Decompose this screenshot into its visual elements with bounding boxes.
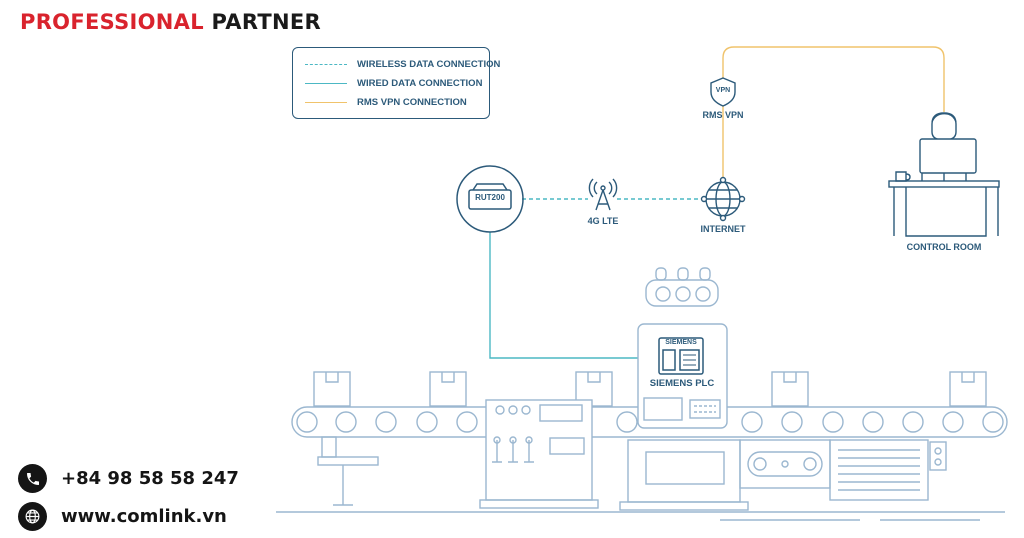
legend-item-wireless: WIRELESS DATA CONNECTION (305, 57, 500, 71)
phone-number[interactable]: +84 98 58 58 247 (61, 468, 239, 489)
vpn-badge-label: VPN (715, 87, 731, 94)
rms-vpn-label: RMS VPN (702, 110, 744, 120)
internet-label: INTERNET (700, 224, 746, 234)
contact-website: www.comlink.vn (18, 502, 227, 531)
siemens-plc-icon (658, 337, 704, 375)
vpn-shield-icon (710, 77, 736, 107)
router-top (472, 183, 508, 191)
control-room-node (888, 112, 1000, 237)
legend-label-wireless: WIRELESS DATA CONNECTION (357, 58, 501, 70)
lte-tower-icon (588, 178, 618, 211)
contact-phone: +84 98 58 58 247 (18, 464, 239, 493)
router-circle (456, 165, 524, 233)
conveyor-rollers (296, 411, 1004, 433)
internet-globe-icon (700, 176, 746, 222)
operator-hair (931, 112, 957, 123)
router-node (456, 165, 524, 233)
legend: WIRELESS DATA CONNECTION WIRED DATA CONN… (292, 47, 500, 119)
legend-swatch-wireless (305, 63, 347, 65)
control-room-label: CONTROL ROOM (906, 242, 982, 252)
router-label: RUT200 (475, 193, 505, 202)
router-device (468, 189, 512, 210)
legend-item-wired: WIRED DATA CONNECTION (305, 76, 482, 90)
coffee-cup-icon (895, 171, 911, 182)
vpn-link-internet-control (722, 46, 945, 178)
connections (489, 46, 945, 359)
lte-label: 4G LTE (587, 216, 619, 226)
desk (888, 180, 1000, 188)
brand-part-partner: PARTNER (211, 10, 321, 34)
wired-link-router-plc (489, 232, 659, 359)
factory-line (276, 267, 1008, 521)
legend-label-wired: WIRED DATA CONNECTION (357, 77, 483, 89)
plc-brand-label: SIEMENS (665, 339, 697, 346)
globe-icon (18, 502, 47, 531)
phone-icon (18, 464, 47, 493)
legend-swatch-vpn (305, 101, 347, 103)
legend-swatch-wired (305, 82, 347, 84)
legend-item-vpn: RMS VPN CONNECTION (305, 95, 467, 109)
control-console (485, 399, 593, 501)
website-link[interactable]: www.comlink.vn (61, 506, 227, 527)
brand-title: PROFESSIONAL PARTNER (20, 10, 321, 34)
monitor-icon (919, 138, 977, 174)
brand-part-professional: PROFESSIONAL (20, 10, 204, 34)
legend-label-vpn: RMS VPN CONNECTION (357, 96, 467, 108)
siemens-plc-label: SIEMENS PLC (649, 378, 715, 389)
